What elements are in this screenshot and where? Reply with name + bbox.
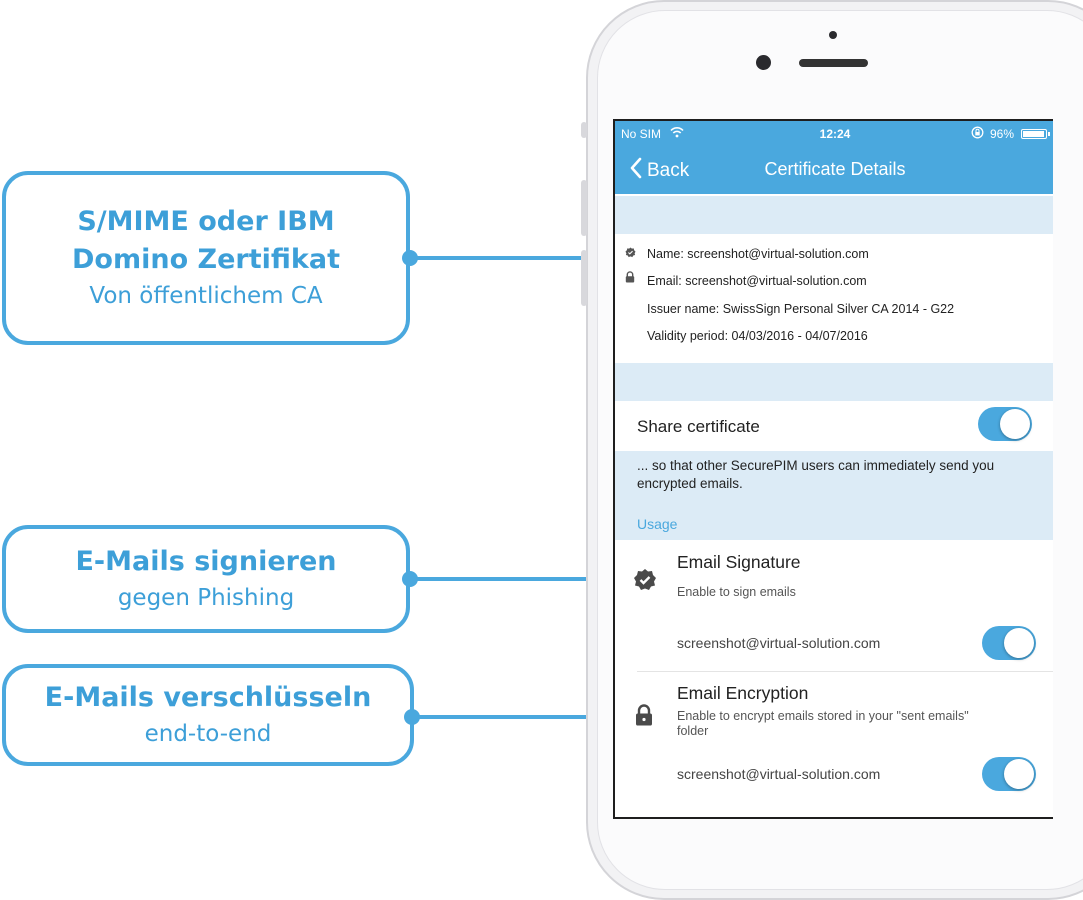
callout-subtitle: Von öffentlichem CA (89, 283, 323, 309)
callout-certificate: S/MIME oder IBM Domino Zertifikat Von öf… (2, 171, 410, 345)
usage-section-header: Usage (637, 516, 678, 532)
app-screen: No SIM 12:24 96% Back Certificate Detail… (613, 119, 1053, 819)
verified-badge-icon (633, 568, 657, 597)
email-encryption-subtitle: Enable to encrypt emails stored in your … (677, 709, 969, 738)
battery-fill (1023, 131, 1044, 137)
share-note-section (615, 451, 1053, 540)
volume-down-button (581, 250, 587, 306)
callout-signing: E-Mails signieren gegen Phishing (2, 525, 410, 633)
toggle-knob (1004, 759, 1034, 789)
row-divider (637, 671, 1053, 672)
chevron-left-icon (629, 157, 643, 185)
wifi-icon (670, 126, 684, 141)
mute-switch (581, 122, 587, 138)
certificate-name: Name: screenshot@virtual-solution.com (647, 247, 869, 261)
page-title: Certificate Details (764, 159, 906, 179)
callout-title: S/MIME oder IBM Domino Zertifikat (72, 206, 340, 275)
email-signature-title: Email Signature (677, 552, 801, 572)
rotation-lock-icon (971, 126, 984, 142)
section-separator (615, 363, 1053, 401)
email-signature-toggle[interactable] (982, 626, 1036, 660)
email-encryption-toggle[interactable] (982, 757, 1036, 791)
carrier-label: No SIM (621, 127, 662, 141)
callout-subtitle: gegen Phishing (117, 585, 295, 611)
connector-dot (402, 250, 418, 266)
connector-line (410, 577, 617, 581)
navigation-bar: No SIM 12:24 96% Back Certificate Detail… (615, 121, 1053, 194)
proximity-sensor (829, 31, 837, 39)
callout-title: E-Mails verschlüsseln (44, 682, 372, 713)
lock-icon (633, 704, 655, 731)
volume-up-button (581, 180, 587, 236)
status-bar: No SIM 12:24 96% (615, 126, 1053, 145)
certificate-validity: Validity period: 04/03/2016 - 04/07/2016 (647, 329, 868, 343)
toggle-knob (1000, 409, 1030, 439)
connector-dot (402, 571, 418, 587)
share-note: ... so that other SecurePIM users can im… (637, 458, 995, 491)
battery-percent: 96% (990, 127, 1015, 141)
back-label: Back (647, 160, 690, 181)
battery-icon (1021, 129, 1047, 139)
email-signature-address: screenshot@virtual-solution.com (677, 635, 881, 651)
front-camera (756, 55, 771, 70)
certificate-issuer: Issuer name: SwissSign Personal Silver C… (647, 302, 955, 316)
battery-tip (1048, 132, 1050, 136)
clock: 12:24 (819, 127, 851, 141)
email-encryption-title: Email Encryption (677, 683, 809, 703)
lock-icon (625, 271, 635, 286)
toggle-knob (1004, 628, 1034, 658)
section-separator (615, 196, 1053, 234)
email-encryption-address: screenshot@virtual-solution.com (677, 766, 881, 782)
certificate-email: Email: screenshot@virtual-solution.com (647, 274, 867, 288)
connector-line (414, 715, 617, 719)
connector-dot (404, 709, 420, 725)
share-certificate-toggle[interactable] (978, 407, 1032, 441)
verified-badge-icon (625, 247, 636, 261)
callout-title: E-Mails signieren (75, 546, 337, 577)
callout-encryption: E-Mails verschlüsseln end-to-end (2, 664, 414, 766)
earpiece-speaker (799, 59, 868, 67)
email-signature-subtitle: Enable to sign emails (677, 585, 796, 599)
back-button[interactable]: Back (629, 157, 689, 185)
certificate-details: Name: screenshot@virtual-solution.com Em… (615, 234, 1053, 363)
callout-subtitle: end-to-end (144, 721, 272, 747)
connector-line (410, 256, 615, 260)
share-certificate-label: Share certificate (637, 417, 760, 436)
